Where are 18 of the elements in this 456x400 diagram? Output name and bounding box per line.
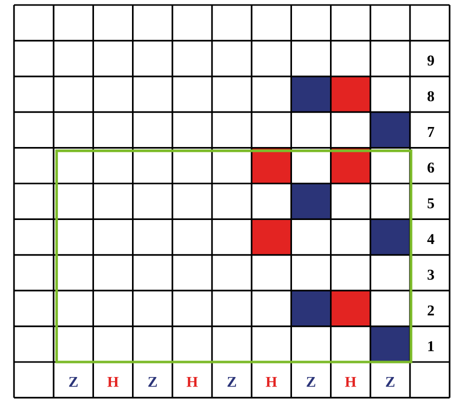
column-label: H [186,376,198,387]
row-number: 5 [428,198,434,208]
column-label: Z [69,376,78,387]
row-number: 9 [427,56,434,66]
row-number: 4 [427,234,434,244]
column-label: H [107,376,119,387]
row-number: 3 [428,270,434,280]
column-label: Z [228,376,236,387]
column-label: Z [306,376,316,387]
column-label: H [345,376,356,387]
row-number: 7 [428,127,434,137]
column-label: Z [148,376,157,387]
column-label: Z [386,376,394,387]
row-number: 8 [428,91,434,102]
row-number: 6 [428,162,434,173]
row-number: 1 [428,341,434,352]
row-number: 2 [428,306,434,316]
column-label: H [266,376,277,387]
